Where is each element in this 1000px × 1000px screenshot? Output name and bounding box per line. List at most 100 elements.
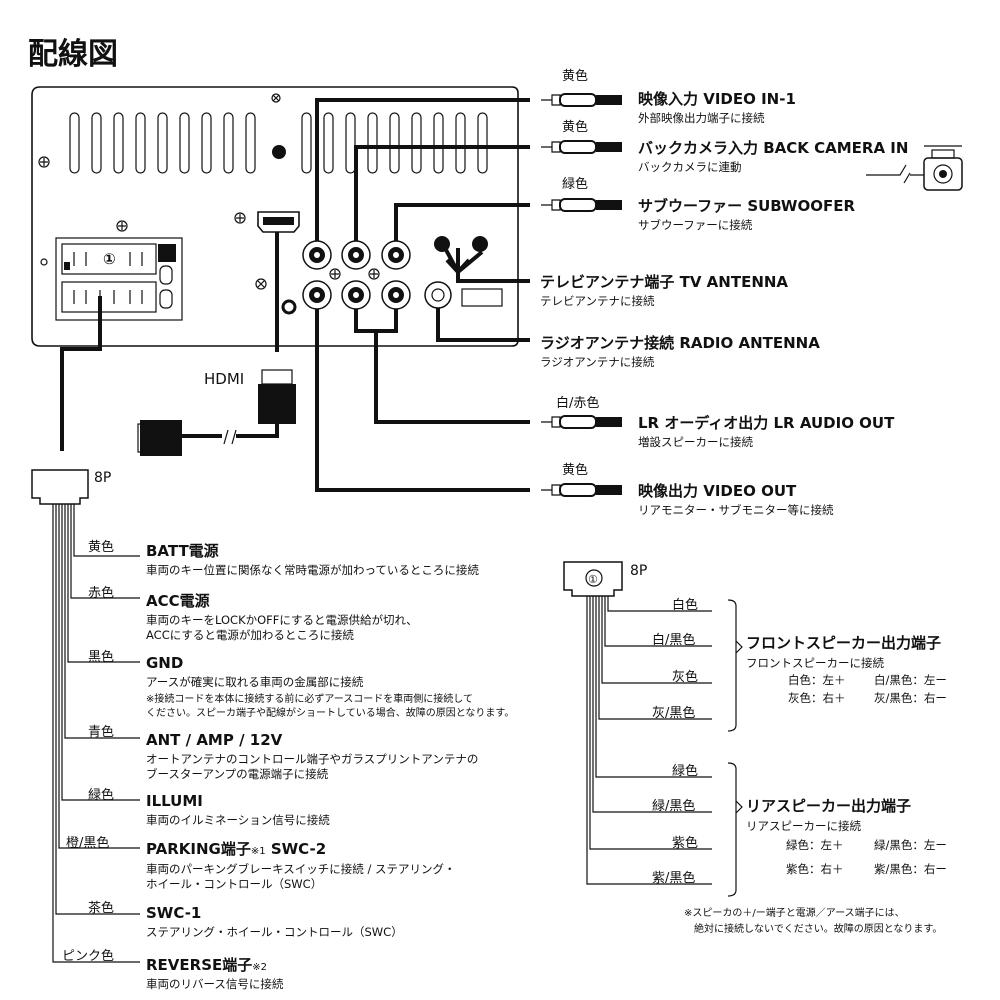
ant-color: 青色 [88, 724, 114, 740]
screw-icon [38, 93, 380, 290]
power-harness-pins: 8P [94, 470, 111, 486]
rca-plug-video-in [541, 93, 622, 107]
swc1-color: 茶色 [88, 900, 114, 916]
reverse-label-main: REVERSE端子 [146, 956, 252, 974]
rear-map: 紫/黒色：右ー [874, 862, 947, 876]
gnd-desc: アースが確実に取れる車両の金属部に接続 [146, 675, 364, 689]
camera-in-color: 黄色 [562, 119, 588, 135]
acc-label: ACC電源 [146, 592, 210, 610]
power-harness-labels: 黄色 BATT電源 車両のキー位置に関係なく常時電源が加わっているところに接続 … [62, 539, 514, 991]
reverse-label-mark: ※2 [252, 962, 267, 973]
rca-jack-audio-r [381, 280, 411, 310]
rear-map: 紫色：右＋ [786, 862, 844, 876]
hdmi-port [257, 211, 300, 233]
parking-color: 橙/黒色 [66, 835, 109, 851]
speaker-harness-wires [586, 596, 743, 897]
page-title: 配線図 [28, 37, 118, 72]
batt-color: 黄色 [88, 539, 114, 555]
ant-desc-1: オートアンテナのコントロール端子やガラスプリントアンテナの [146, 752, 478, 766]
parking-desc-1: 車両のパーキングブレーキスイッチに接続 / ステアリング・ [146, 862, 456, 876]
iso-plug-number: ① [103, 250, 116, 268]
video-in-color: 黄色 [562, 68, 588, 84]
rear-speaker-sub: リアスピーカーに接続 [746, 819, 861, 833]
front-map: 灰色：右＋ [788, 691, 846, 705]
audio-out-color: 白/赤色 [556, 395, 599, 411]
power-harness-wires [52, 504, 140, 963]
parking-label: PARKING端子※1 SWC-2 [146, 840, 326, 858]
acc-desc-2: ACCにすると電源が加わるところに接続 [146, 628, 354, 642]
tv-antenna-sub: テレビアンテナに接続 [540, 294, 655, 308]
mic-jack-icon [281, 299, 297, 315]
speaker-harness-connector [563, 561, 623, 597]
illumi-color: 緑色 [88, 787, 114, 803]
head-unit-rear-panel: ① [31, 86, 519, 347]
speaker-plug-number: ① [588, 573, 598, 586]
gnd-label: GND [146, 654, 183, 672]
radio-antenna-jack [424, 281, 452, 309]
front-map: 白色：左＋ [788, 673, 846, 687]
camera-in-label: バックカメラ入力 BACK CAMERA IN [638, 139, 908, 157]
acc-desc-1: 車両のキーをLOCKかOFFにすると電源供給が切れ、 [146, 613, 418, 627]
front-speaker-label: フロントスピーカー出力端子 [746, 634, 941, 652]
reverse-desc: 車両のリバース信号に接続 [146, 977, 284, 991]
speaker-wire-color: 紫/黒色 [652, 870, 695, 886]
gnd-color: 黒色 [88, 649, 114, 665]
parking-label-mark: ※1 [251, 846, 266, 857]
speaker-wire-color: 緑/黒色 [652, 798, 695, 814]
reverse-label: REVERSE端子※2 [146, 956, 267, 974]
hdmi-label: HDMI [204, 370, 244, 388]
reverse-color: ピンク色 [62, 948, 114, 964]
panel-label-plate [461, 288, 503, 307]
rear-map: 緑色：左＋ [786, 838, 844, 852]
rca-plug-audio-out [541, 415, 622, 429]
batt-label: BATT電源 [146, 542, 219, 560]
speaker-note-2: 絶対に接続しないでください。故障の原因となります。 [694, 922, 942, 935]
subwoofer-sub: サブウーファーに接続 [638, 218, 753, 232]
vent-slots-left [69, 112, 256, 174]
tv-antenna-jack-icon [472, 236, 488, 252]
illumi-label: ILLUMI [146, 792, 203, 810]
speaker-harness-labels: 白色 白/黒色 灰色 灰/黒色 緑色 緑/黒色 紫色 紫/黒色 フロントスピーカ… [652, 597, 947, 935]
rca-jack-video-out [302, 280, 332, 310]
ant-label: ANT / AMP / 12V [146, 731, 283, 749]
camera-in-sub: バックカメラに連動 [638, 160, 742, 174]
speaker-note-1: ※スピーカの＋/ー端子と電源／アース端子には、 [684, 906, 905, 919]
acc-color: 赤色 [88, 585, 114, 601]
parking-desc-2: ホイール・コントロール（SWC） [146, 877, 322, 891]
video-out-label: 映像出力 VIDEO OUT [638, 482, 797, 500]
rca-jack-subwoofer [381, 240, 411, 270]
batt-desc: 車両のキー位置に関係なく常時電源が加わっているところに接続 [146, 563, 479, 577]
speaker-harness-pins: 8P [630, 563, 647, 579]
vent-slots-right [301, 112, 488, 174]
swc1-label: SWC-1 [146, 904, 201, 922]
mount-hole-icon [272, 145, 286, 159]
audio-out-label: LR オーディオ出力 LR AUDIO OUT [638, 414, 895, 432]
rca-jack-camera-in [341, 240, 371, 270]
video-in-label: 映像入力 VIDEO IN-1 [638, 90, 796, 108]
rca-jack-audio-l [341, 280, 371, 310]
swc1-desc: ステアリング・ホイール・コントロール（SWC） [146, 925, 403, 939]
radio-antenna-label: ラジオアンテナ接続 RADIO ANTENNA [540, 334, 820, 352]
subwoofer-label: サブウーファー SUBWOOFER [638, 197, 855, 215]
rca-plug-camera-in [541, 140, 622, 154]
hdmi-cable [137, 369, 296, 456]
speaker-wire-color: 紫色 [672, 835, 698, 851]
front-speaker-sub: フロントスピーカーに接続 [746, 656, 884, 670]
front-map: 白/黒色：左ー [874, 673, 947, 687]
illumi-desc: 車両のイルミネーション信号に接続 [146, 813, 330, 827]
speaker-wire-color: 灰/黒色 [652, 705, 695, 721]
video-out-sub: リアモニター・サブモニター等に接続 [638, 503, 834, 517]
parking-label-tail: SWC-2 [266, 840, 327, 858]
video-in-sub: 外部映像出力端子に接続 [638, 111, 765, 125]
parking-label-main: PARKING端子 [146, 840, 251, 858]
speaker-wire-color: 緑色 [672, 763, 698, 779]
subwoofer-color: 緑色 [562, 176, 588, 192]
power-harness-connector [31, 469, 89, 505]
ant-desc-2: ブースターアンプの電源端子に接続 [146, 767, 329, 781]
back-camera-icon [866, 145, 963, 191]
rca-jack-video-in [302, 240, 332, 270]
speaker-wire-color: 白/黒色 [652, 632, 695, 648]
rca-plug-subwoofer [541, 198, 622, 212]
audio-out-sub: 増設スピーカーに接続 [638, 435, 753, 449]
